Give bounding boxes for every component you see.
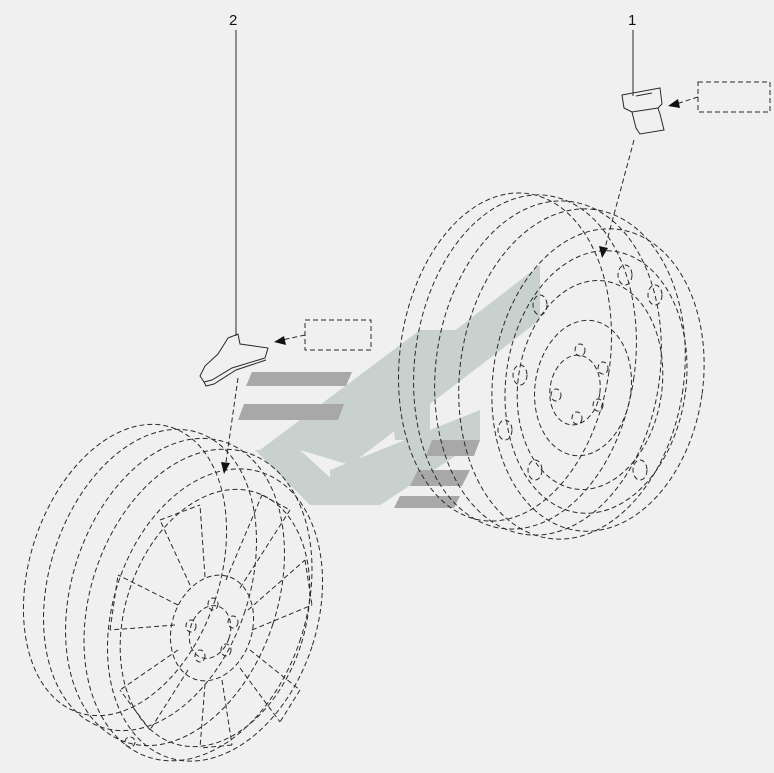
callout-1: 1	[628, 12, 636, 96]
arrow-box-1-to-part-1	[668, 96, 699, 108]
watermark-logo	[238, 265, 540, 508]
clip-weight-part-1	[621, 87, 665, 135]
steel-wheel	[398, 192, 705, 540]
adhesive-weight-part-2	[199, 333, 269, 387]
alloy-wheel	[22, 423, 324, 762]
arrow-part-1-to-steel-wheel	[599, 139, 635, 258]
callout-2-label: 2	[229, 12, 237, 29]
reference-box-1	[697, 81, 771, 113]
callout-2: 2	[229, 12, 237, 336]
reference-box-2	[304, 319, 372, 351]
callout-1-label: 1	[628, 12, 636, 29]
arrow-box-2-to-part-2	[274, 334, 306, 345]
arrow-part-2-to-alloy-wheel	[221, 377, 239, 474]
